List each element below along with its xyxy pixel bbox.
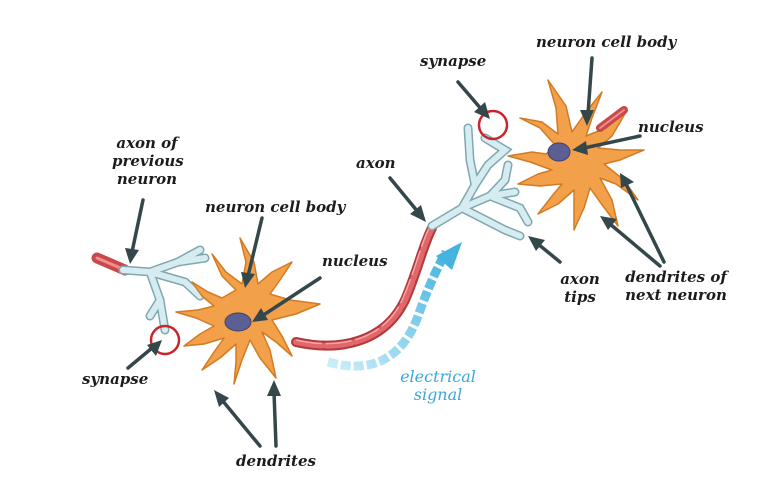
label-axon-tips-line2: tips (564, 288, 596, 306)
arrow-dendrites-next-1 (620, 173, 666, 264)
label-nucleus-left: nucleus (322, 252, 388, 270)
left-neuron-cell-body (175, 237, 321, 385)
label-neuron-cell-body-right: neuron cell body (536, 33, 677, 51)
arrow-dendrites-2 (267, 380, 281, 448)
arrow-cell-body-left (241, 216, 264, 288)
label-electrical-signal: electrical signal (398, 368, 478, 404)
arrow-dendrites-next-2 (600, 216, 662, 268)
arrow-dendrites-1 (214, 390, 262, 448)
previous-neuron-axon-terminal (91, 245, 210, 335)
label-axon-tips: axon tips (556, 270, 604, 306)
arrow-cell-body-right (580, 56, 594, 126)
label-dendrites-next-line1: dendrites of (625, 268, 727, 286)
arrow-axon-prev (125, 198, 145, 264)
label-axon: axon (356, 154, 396, 172)
label-electrical-line1: electrical (400, 367, 476, 386)
axon-fiber (291, 223, 437, 351)
label-synapse-top: synapse (420, 52, 487, 70)
label-axon-tips-line1: axon (560, 270, 600, 288)
electrical-signal-arrow (326, 242, 462, 371)
label-axon-prev-line1: axon of (116, 134, 178, 152)
label-axon-of-previous-neuron: axon of previous neuron (112, 134, 184, 188)
label-dendrites: dendrites (236, 452, 316, 470)
right-nucleus (547, 142, 571, 162)
synapse-ring-top (477, 109, 509, 141)
pointer-arrows (125, 56, 666, 448)
label-axon-prev-line2: previous (112, 152, 184, 170)
arrow-axon (388, 176, 426, 222)
arrow-synapse-bottom (126, 340, 162, 370)
synapse-ring-bottom (149, 324, 181, 356)
label-axon-prev-line3: neuron (116, 170, 178, 188)
label-nucleus-right: nucleus (638, 118, 704, 136)
right-neuron-cell-body (507, 79, 645, 231)
label-dendrites-of-next-neuron: dendrites of next neuron (624, 268, 728, 304)
arrow-nucleus-right (572, 134, 642, 155)
label-dendrites-next-line2: next neuron (625, 286, 727, 304)
arrow-axon-tips (528, 236, 562, 264)
label-electrical-line2: signal (413, 385, 463, 404)
left-nucleus (224, 312, 252, 332)
label-neuron-cell-body-left: neuron cell body (205, 198, 346, 216)
axon-tips (427, 123, 533, 241)
label-synapse-bottom: synapse (82, 370, 149, 388)
arrow-synapse-top (456, 80, 490, 119)
arrow-nucleus-left (252, 276, 322, 322)
